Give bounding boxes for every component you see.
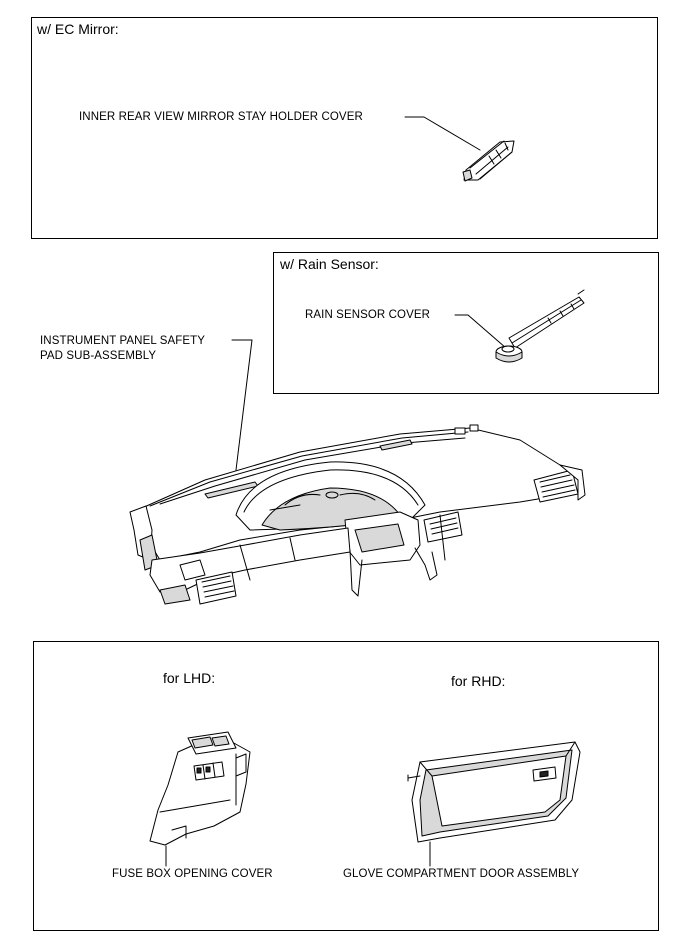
- ec-mirror-panel: [31, 17, 658, 239]
- fuse-box-opening-cover-label: FUSE BOX OPENING COVER: [112, 868, 273, 880]
- mirror-stay-holder-cover-drawing: [462, 140, 515, 182]
- glove-compartment-door-label: GLOVE COMPARTMENT DOOR ASSEMBLY: [343, 868, 580, 880]
- mirror-stay-holder-cover-label: INNER REAR VIEW MIRROR STAY HOLDER COVER: [79, 111, 363, 123]
- glove-compartment-door-drawing: [407, 741, 581, 843]
- ec-mirror-title: w/ EC Mirror:: [37, 21, 119, 37]
- rain-sensor-cover-label: RAIN SENSOR COVER: [305, 309, 431, 321]
- mirror-cover-leader-line: [404, 116, 481, 151]
- instrument-panel-drawing: [129, 424, 586, 605]
- rhd-title: for RHD:: [451, 673, 506, 689]
- instrument-panel-label-line2: PAD SUB-ASSEMBLY: [40, 350, 157, 362]
- rain-sensor-panel: [273, 252, 659, 394]
- rain-sensor-title: w/ Rain Sensor:: [280, 256, 379, 272]
- lhd-title: for LHD:: [163, 670, 216, 686]
- rain-sensor-cover-drawing: [495, 289, 585, 363]
- fuse-box-opening-cover-drawing: [149, 731, 251, 846]
- instrument-panel-leader-line: [231, 339, 253, 471]
- instrument-panel-label-line1: INSTRUMENT PANEL SAFETY: [40, 335, 206, 347]
- rain-cover-leader-line: [454, 314, 507, 349]
